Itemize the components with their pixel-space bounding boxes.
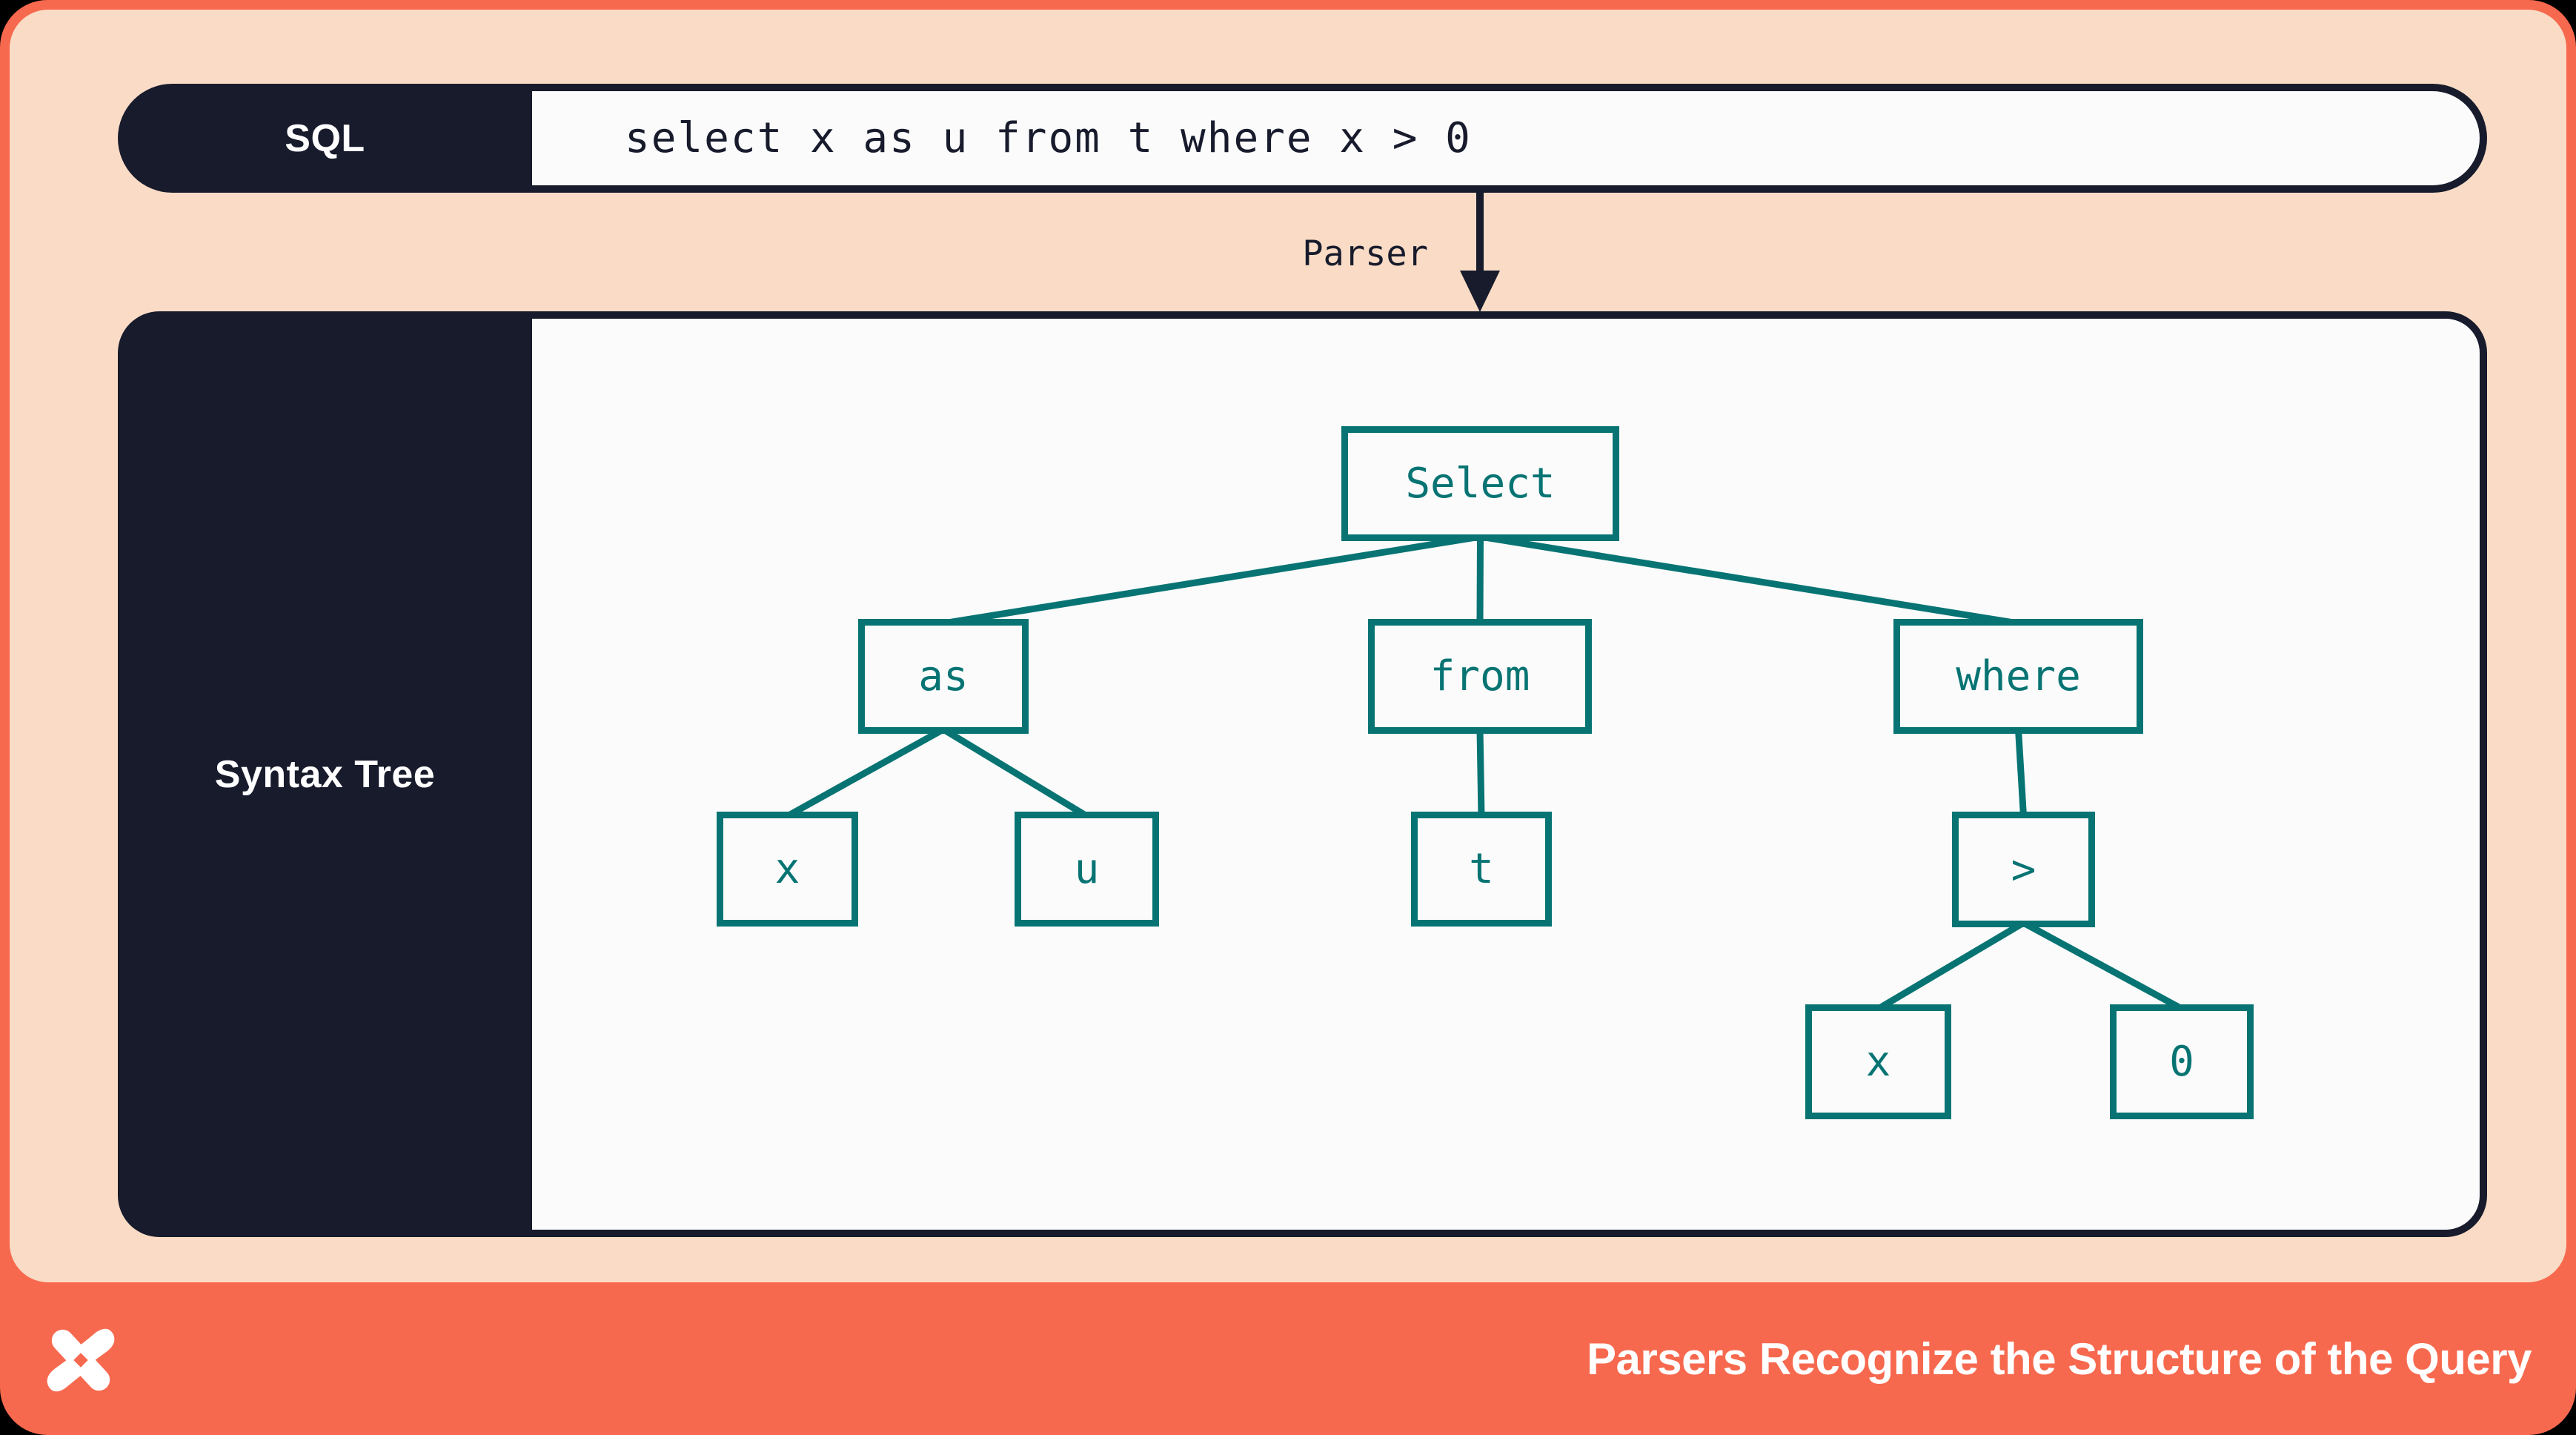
sql-bar: SQL select x as u from t where x > 0 — [118, 84, 2487, 193]
footer-title: Parsers Recognize the Structure of the Q… — [1586, 1333, 2532, 1384]
content-area: SQL select x as u from t where x > 0 Par… — [10, 10, 2566, 1282]
sql-label: SQL — [285, 116, 365, 160]
dolt-x-logo-icon — [47, 1328, 115, 1392]
syntax-tree-body — [532, 319, 2480, 1230]
syntax-tree-label: Syntax Tree — [214, 752, 436, 796]
syntax-tree-panel: Syntax Tree — [118, 311, 2487, 1237]
parser-arrow-line — [1476, 193, 1484, 276]
sql-query-text: select x as u from t where x > 0 — [625, 114, 1472, 162]
footer-bar: Parsers Recognize the Structure of the Q… — [0, 1282, 2576, 1435]
parser-label: Parser — [1302, 233, 1428, 274]
sql-query-field: select x as u from t where x > 0 — [532, 91, 2480, 185]
parser-arrow-head-icon — [1460, 271, 1500, 312]
